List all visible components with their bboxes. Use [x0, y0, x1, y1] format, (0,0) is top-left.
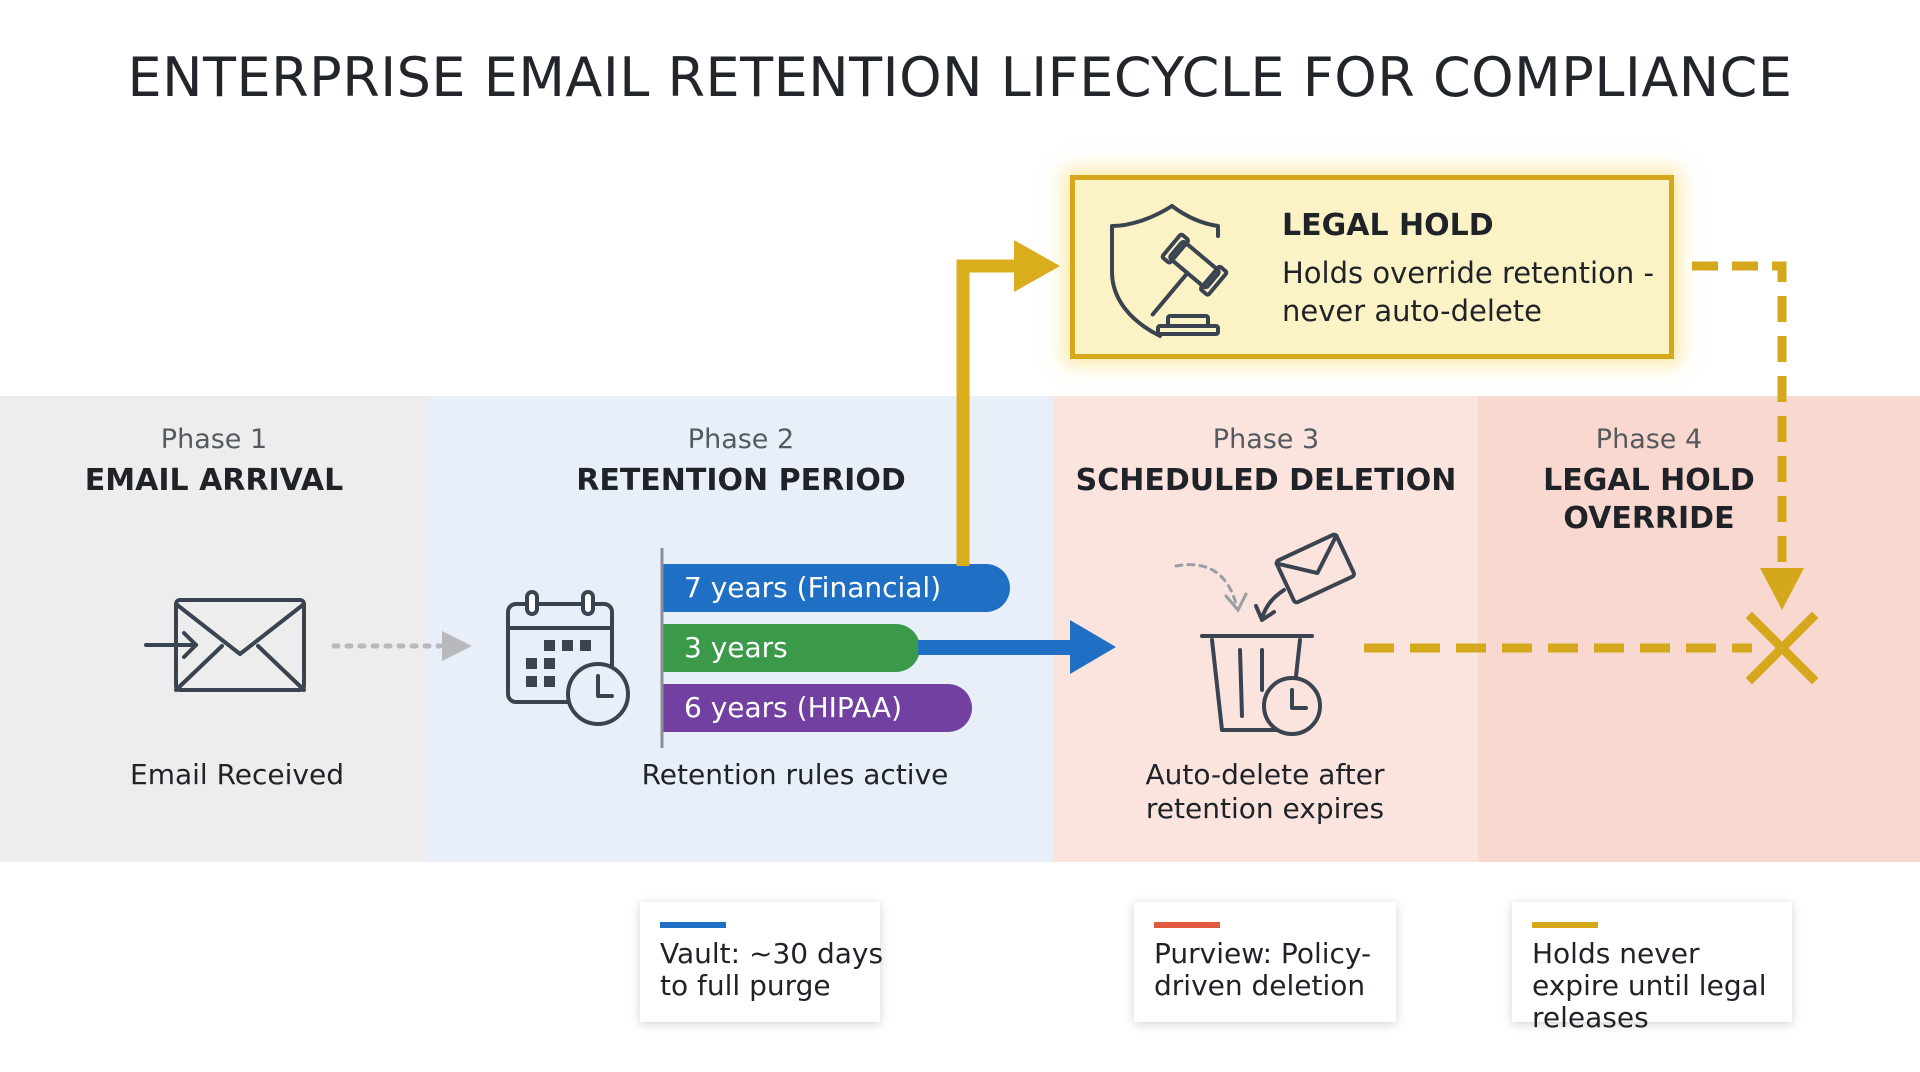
calendar-clock-icon: [506, 590, 630, 726]
envelope-arrow-icon: [144, 598, 306, 692]
note-accent-gold: [1532, 922, 1598, 928]
note-purview: Purview: Policy-driven deletion: [1134, 902, 1396, 1022]
phase-band-4: [1478, 396, 1920, 862]
falling-envelope-icon: [1254, 532, 1356, 622]
phase-band-3: [1054, 396, 1478, 862]
phase-band-1: [0, 396, 428, 862]
note-text: Vault: ~30 days to full purge: [660, 937, 884, 1002]
phase-1-name: EMAIL ARRIVAL: [84, 463, 344, 498]
trash-clock-icon: [1200, 634, 1322, 736]
gold-hold-arrow: [956, 240, 1060, 566]
legal-hold-text: Holds override retention - never auto-de…: [1282, 256, 1654, 328]
note-accent-blue: [660, 922, 726, 928]
blue-flow-arrow: [918, 620, 1116, 674]
dotted-flow-arrow: [331, 631, 472, 661]
note-accent-red: [1154, 922, 1220, 928]
phase-2-label: Phase 2: [687, 424, 795, 455]
phase-4-label: Phase 4: [1595, 424, 1703, 455]
gold-dashed-arrow: [1692, 261, 1804, 610]
legal-hold-title: LEGAL HOLD: [1282, 208, 1494, 243]
phase-3-label: Phase 3: [1212, 424, 1320, 455]
note-holds: Holds never expire until legal releases: [1512, 902, 1792, 1034]
note-text: Purview: Policy-driven deletion: [1154, 937, 1372, 1002]
page-title: ENTERPRISE EMAIL RETENTION LIFECYCLE FOR…: [127, 46, 1793, 109]
phase-1-label: Phase 1: [160, 424, 268, 455]
retention-bar-label: 7 years (Financial): [684, 571, 942, 604]
retention-bar-label: 6 years (HIPAA): [684, 691, 903, 724]
note-vault: Vault: ~30 days to full purge: [640, 902, 883, 1022]
phase-3-caption: Auto-delete after retention expires: [1145, 758, 1385, 825]
shield-gavel-icon: [1110, 204, 1229, 338]
phase-2-caption: Retention rules active: [641, 758, 949, 791]
retention-bar-financial: 7 years (Financial): [662, 564, 1010, 612]
phase-3-name: SCHEDULED DELETION: [1075, 463, 1457, 498]
phase-2-name: RETENTION PERIOD: [576, 463, 906, 498]
retention-bar-hipaa: 6 years (HIPAA): [662, 684, 972, 732]
phase-4-name: LEGAL HOLD OVERRIDE: [1543, 463, 1755, 536]
note-text: Holds never expire until legal releases: [1532, 937, 1767, 1034]
phase-1-caption: Email Received: [130, 758, 344, 791]
x-mark-icon: [1745, 611, 1819, 685]
curved-motion-icon: [1174, 563, 1248, 613]
